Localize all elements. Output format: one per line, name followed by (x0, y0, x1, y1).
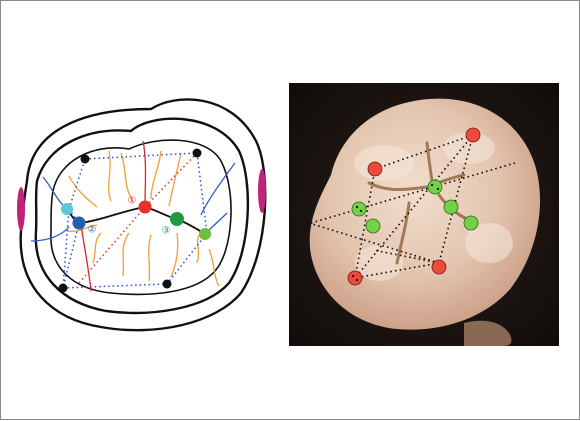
tooth-inner-contour (34, 117, 250, 315)
dot-markers (351, 183, 440, 282)
contact-point-light-green (199, 228, 211, 240)
contact-point-1-red (138, 200, 152, 214)
left-side-tab (17, 187, 25, 231)
photo-red-dot (465, 127, 481, 143)
central-fissure (64, 206, 206, 235)
right-side-tab (258, 169, 266, 213)
photo-green-dot (351, 201, 367, 217)
photo-green-dot (365, 218, 381, 234)
marker-label-1: ① (128, 196, 137, 207)
photo-red-dot (431, 259, 447, 275)
photo-red-dot (367, 161, 383, 177)
schematic-svg: ① ② ③ (17, 98, 267, 332)
contact-point-2-blue (72, 216, 86, 230)
occlusal-schematic: ① ② ③ (1, 1, 291, 421)
contact-point-cyan (61, 203, 73, 215)
photo-svg (289, 83, 559, 346)
marker-label-2: ② (88, 225, 97, 236)
contact-point-3-green (170, 212, 184, 226)
corner-point-distobuccal (192, 148, 202, 158)
occlusal-photo (289, 83, 559, 346)
root-shadow (464, 320, 512, 346)
corner-point-mesiobuccal (80, 154, 90, 164)
occlusal-table-contour (50, 139, 232, 296)
orange-ridges (66, 150, 220, 287)
corner-point-distolingual (162, 279, 172, 289)
photo-green-dot (443, 199, 459, 215)
dotted-red-guide (78, 152, 198, 284)
photo-green-dot (427, 179, 443, 195)
corner-point-mesiolingual (58, 283, 68, 293)
photo-dotted-guides (308, 134, 516, 279)
marker-label-3: ③ (162, 226, 171, 237)
photo-red-dots (347, 127, 481, 286)
photo-green-dot (463, 215, 479, 231)
red-ridges (80, 140, 147, 292)
tooth-outer-contour (19, 98, 267, 332)
photo-red-dot (347, 270, 363, 286)
photo-green-dots (351, 179, 479, 234)
